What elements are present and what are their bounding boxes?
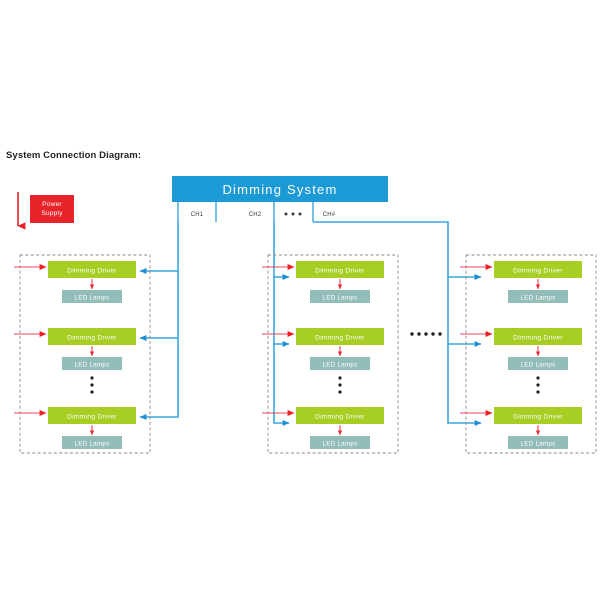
led-lamps-label: LED Lamps: [520, 294, 555, 301]
signal-branch-chn-row3: [447, 344, 482, 426]
led-lamps-box[interactable]: [310, 290, 370, 303]
channel-stubs: [177, 202, 314, 222]
signal-branch-ch2-row1: [273, 222, 290, 280]
led-lamps-label: LED Lamps: [74, 294, 109, 301]
group-n-row-2: Dimming Driver LED Lamps: [460, 328, 582, 370]
led-lamps-label: LED Lamps: [322, 440, 357, 447]
dimming-driver-label: Dimming Driver: [67, 268, 117, 275]
group-2-row-1: Dimming Driver LED Lamps: [262, 261, 384, 303]
group-1-row-2: Dimming Driver LED Lamps: [14, 328, 136, 370]
dimming-driver-box[interactable]: [48, 328, 136, 345]
led-lamps-label: LED Lamps: [520, 361, 555, 368]
signal-bus-chn: [313, 221, 482, 426]
dimming-driver-box[interactable]: [48, 261, 136, 278]
channel-group-2: Dimming Driver LED Lamps Dimming Driver …: [262, 254, 399, 454]
dimming-driver-label: Dimming Driver: [67, 335, 117, 342]
dimming-driver-box[interactable]: [296, 328, 384, 345]
led-lamps-box[interactable]: [62, 436, 122, 449]
dimming-driver-box[interactable]: [494, 328, 582, 345]
group-n-row-1: Dimming Driver LED Lamps: [460, 261, 582, 303]
channel-labels: CH1 CH2 CH#: [191, 212, 336, 218]
dimming-system-header[interactable]: Dimming System: [172, 176, 388, 202]
group-n-boundary: [465, 254, 597, 454]
led-lamps-label: LED Lamps: [322, 361, 357, 368]
dimming-driver-box[interactable]: [296, 407, 384, 424]
group-2-boundary: [267, 254, 399, 454]
dimming-system-label: Dimming System: [222, 182, 337, 197]
led-lamps-box[interactable]: [508, 290, 568, 303]
group-n-vertical-ellipsis-icon: [536, 376, 540, 394]
signal-branch-ch2-row3: [273, 344, 290, 426]
led-lamps-label: LED Lamps: [74, 361, 109, 368]
group-1-row-1: Dimming Driver LED Lamps: [14, 261, 136, 303]
group-n-row-3: Dimming Driver LED Lamps: [460, 407, 582, 449]
dimming-driver-label: Dimming Driver: [315, 268, 365, 275]
group-1-vertical-ellipsis-icon: [90, 376, 94, 394]
dimming-driver-label: Dimming Driver: [513, 268, 563, 275]
led-lamps-box[interactable]: [62, 357, 122, 370]
led-lamps-box[interactable]: [508, 436, 568, 449]
group-1-row-3: Dimming Driver LED Lamps: [14, 407, 136, 449]
dimming-driver-box[interactable]: [494, 261, 582, 278]
channel-label-ch2: CH2: [249, 212, 262, 218]
signal-branch-ch1-row3: [139, 338, 179, 421]
dimming-driver-box[interactable]: [48, 407, 136, 424]
channel-label-chn: CH#: [323, 212, 336, 218]
channel-ellipsis-icon: [284, 212, 302, 216]
power-supply-label-line2: Supply: [41, 210, 63, 217]
dimming-driver-label: Dimming Driver: [67, 414, 117, 421]
group-2-row-2: Dimming Driver LED Lamps: [262, 328, 384, 370]
channel-label-ch1: CH1: [191, 212, 204, 218]
signal-branch-chn-row1: [313, 221, 482, 280]
signal-bus-ch2: [273, 222, 290, 426]
signal-branch-ch1-row2: [139, 271, 179, 342]
page-title: System Connection Diagram:: [6, 150, 141, 161]
led-lamps-label: LED Lamps: [322, 294, 357, 301]
group-1-boundary: [19, 254, 151, 454]
power-supply-block: Power Supply: [17, 192, 74, 230]
signal-bus-ch1: [139, 222, 179, 421]
dimming-driver-label: Dimming Driver: [315, 335, 365, 342]
led-lamps-label: LED Lamps: [74, 440, 109, 447]
group-2-row-3: Dimming Driver LED Lamps: [262, 407, 384, 449]
led-lamps-box[interactable]: [508, 357, 568, 370]
led-lamps-label: LED Lamps: [520, 440, 555, 447]
dimming-system-bar[interactable]: [172, 176, 388, 202]
group-ellipsis-icon: [410, 332, 442, 336]
led-lamps-box[interactable]: [310, 357, 370, 370]
power-supply-box: [30, 195, 74, 223]
channel-group-1: Dimming Driver LED Lamps Dimming Driver …: [14, 254, 151, 454]
dimming-driver-label: Dimming Driver: [513, 335, 563, 342]
led-lamps-box[interactable]: [310, 436, 370, 449]
led-lamps-box[interactable]: [62, 290, 122, 303]
channel-group-n: Dimming Driver LED Lamps Dimming Driver …: [460, 254, 597, 454]
dimming-driver-box[interactable]: [494, 407, 582, 424]
group-2-vertical-ellipsis-icon: [338, 376, 342, 394]
signal-branch-ch1-row1: [139, 222, 179, 275]
dimming-driver-label: Dimming Driver: [315, 414, 365, 421]
dimming-driver-box[interactable]: [296, 261, 384, 278]
dimming-driver-label: Dimming Driver: [513, 414, 563, 421]
power-supply-label-line1: Power: [42, 201, 62, 208]
